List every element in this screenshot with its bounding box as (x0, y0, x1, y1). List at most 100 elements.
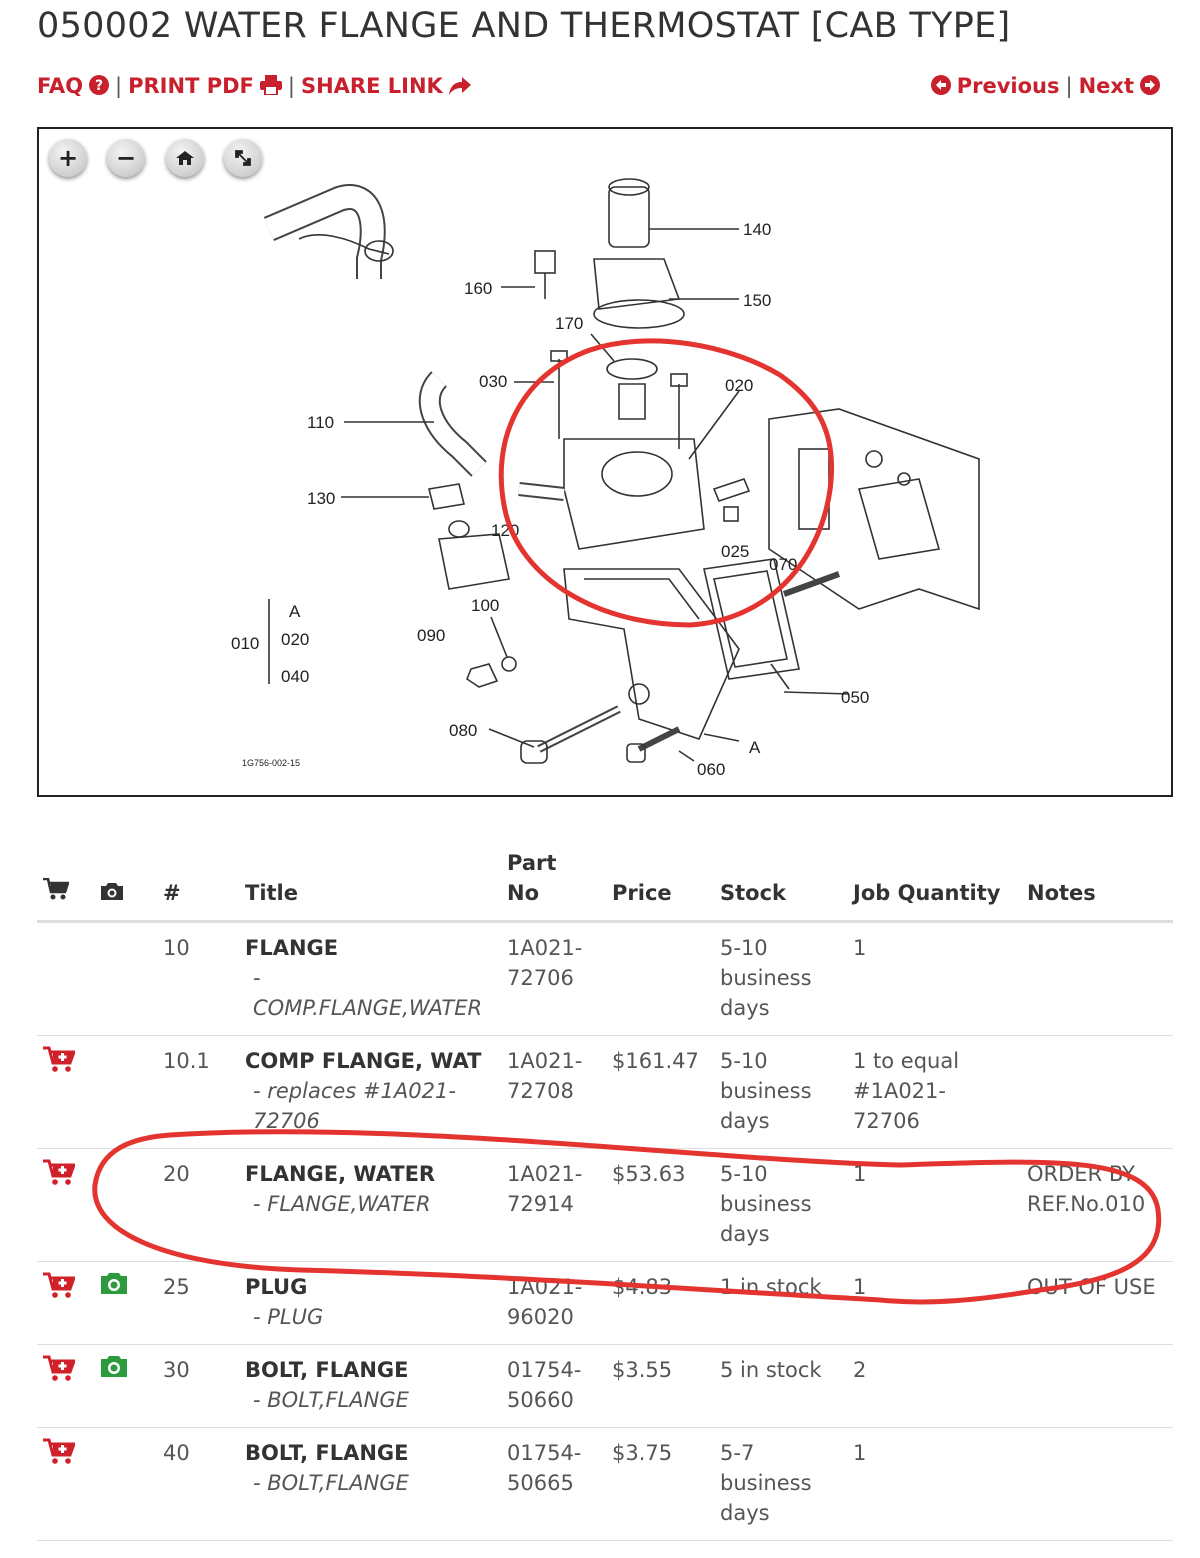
callout-110: 110 (307, 413, 334, 432)
callout-020-legend: 020 (281, 630, 309, 649)
part-description: - FLANGE,WATER (253, 1192, 431, 1216)
part-description: - replaces #1A021- (253, 1079, 456, 1103)
pager: Previous|Next (930, 74, 1160, 98)
photo-cell (95, 1427, 157, 1541)
header-stock: Stock (714, 848, 847, 923)
cart-cell[interactable] (37, 1427, 95, 1541)
zoom-out-button[interactable]: − (107, 139, 145, 177)
add-to-cart-button[interactable] (43, 1046, 77, 1077)
job-quantity: 2 (847, 1344, 1021, 1428)
notes: OUT OF USE (1021, 1261, 1173, 1345)
header-title: Title (239, 848, 501, 923)
add-to-cart-icon (43, 1272, 77, 1298)
photo-cell (95, 921, 157, 1036)
separator: | (1065, 74, 1073, 98)
notes (1021, 921, 1173, 1036)
callout-120: 120 (491, 521, 519, 540)
toolbar: FAQ?|PRINT PDF|SHARE LINK (37, 74, 471, 98)
photo-cell (95, 1148, 157, 1262)
callout-150: 150 (743, 291, 771, 310)
callout-A: A (749, 738, 761, 757)
cart-cell[interactable] (37, 1344, 95, 1428)
header-cart (37, 848, 95, 923)
part-number: 01754-50665 (501, 1427, 606, 1541)
cart-cell[interactable] (37, 1261, 95, 1345)
fullscreen-icon (235, 150, 251, 166)
part-title: COMP FLANGE, WAT (245, 1049, 482, 1073)
photo-cell[interactable] (95, 1344, 157, 1428)
callout-100: 100 (471, 596, 499, 615)
faq-link[interactable]: FAQ? (37, 74, 110, 98)
previous-link[interactable]: Previous (930, 74, 1060, 98)
parts-diagram[interactable]: 140 160 150 170 030 020 110 130 120 025 … (37, 127, 1173, 797)
photo-cell[interactable] (95, 1261, 157, 1345)
header-job-quantity: Job Quantity (847, 848, 1021, 923)
ref-number: 10.1 (157, 1035, 239, 1149)
ref-number: 30 (157, 1344, 239, 1428)
next-link[interactable]: Next (1079, 74, 1160, 98)
drawing-code: 1G756-002-15 (242, 758, 300, 768)
callout-080: 080 (449, 721, 477, 740)
view-photo-button[interactable] (101, 1273, 127, 1299)
page-title: 050002 WATER FLANGE AND THERMOSTAT [CAB … (37, 6, 1011, 46)
part-title: BOLT, FLANGE (245, 1441, 409, 1465)
add-to-cart-button[interactable] (43, 1355, 77, 1386)
ref-number: 25 (157, 1261, 239, 1345)
part-title-cell: FLANGE, WATER - FLANGE,WATER (239, 1148, 501, 1262)
part-title: FLANGE, WATER (245, 1162, 436, 1186)
part-number: 1A021-96020 (501, 1261, 606, 1345)
part-title-cell: BOLT, FLANGE- BOLT,FLANGE (239, 1344, 501, 1428)
fullscreen-button[interactable] (224, 139, 262, 177)
share-link[interactable]: SHARE LINK (301, 74, 471, 98)
callout-140: 140 (743, 220, 771, 239)
ref-number: 20 (157, 1148, 239, 1262)
callout-030: 030 (479, 372, 507, 391)
photo-camera-icon (101, 1273, 127, 1294)
zoom-in-button[interactable]: + (49, 139, 87, 177)
camera-icon (101, 883, 123, 900)
svg-text:?: ? (95, 78, 103, 94)
printer-icon (259, 75, 282, 95)
notes (1021, 1344, 1173, 1428)
add-to-cart-button[interactable] (43, 1159, 77, 1190)
job-quantity: 1 (847, 1261, 1021, 1345)
cart-cell[interactable] (37, 1148, 95, 1262)
notes (1021, 1035, 1173, 1149)
cart-cell[interactable] (37, 1035, 95, 1149)
header-notes: Notes (1021, 848, 1173, 923)
view-photo-button[interactable] (101, 1356, 127, 1382)
print-pdf-link[interactable]: PRINT PDF (128, 74, 282, 98)
part-title-cell: FLANGE-COMP.FLANGE,WATER (239, 921, 501, 1036)
separator: | (287, 74, 295, 98)
home-view-button[interactable] (166, 139, 204, 177)
add-to-cart-icon (43, 1355, 77, 1381)
part-description: - BOLT,FLANGE (253, 1471, 409, 1495)
add-to-cart-icon (43, 1046, 77, 1072)
part-description: COMP.FLANGE,WATER (253, 996, 483, 1020)
separator: | (115, 74, 123, 98)
add-to-cart-button[interactable] (43, 1438, 77, 1469)
job-quantity: 1 (847, 1427, 1021, 1541)
part-title-cell: COMP FLANGE, WAT- replaces #1A021-72706 (239, 1035, 501, 1149)
add-to-cart-button[interactable] (43, 1272, 77, 1303)
callout-020: 020 (725, 376, 753, 395)
notes (1021, 1427, 1173, 1541)
price: $53.63 (606, 1148, 714, 1262)
callout-050: 050 (841, 688, 869, 707)
photo-cell (95, 1035, 157, 1149)
stock: 1 in stock (714, 1261, 847, 1345)
job-quantity: 1 to equal#1A021-72706 (847, 1035, 1021, 1149)
question-circle-icon: ? (89, 75, 110, 95)
arrow-right-circle-icon (1140, 75, 1160, 95)
part-number: 01754-50660 (501, 1344, 606, 1428)
